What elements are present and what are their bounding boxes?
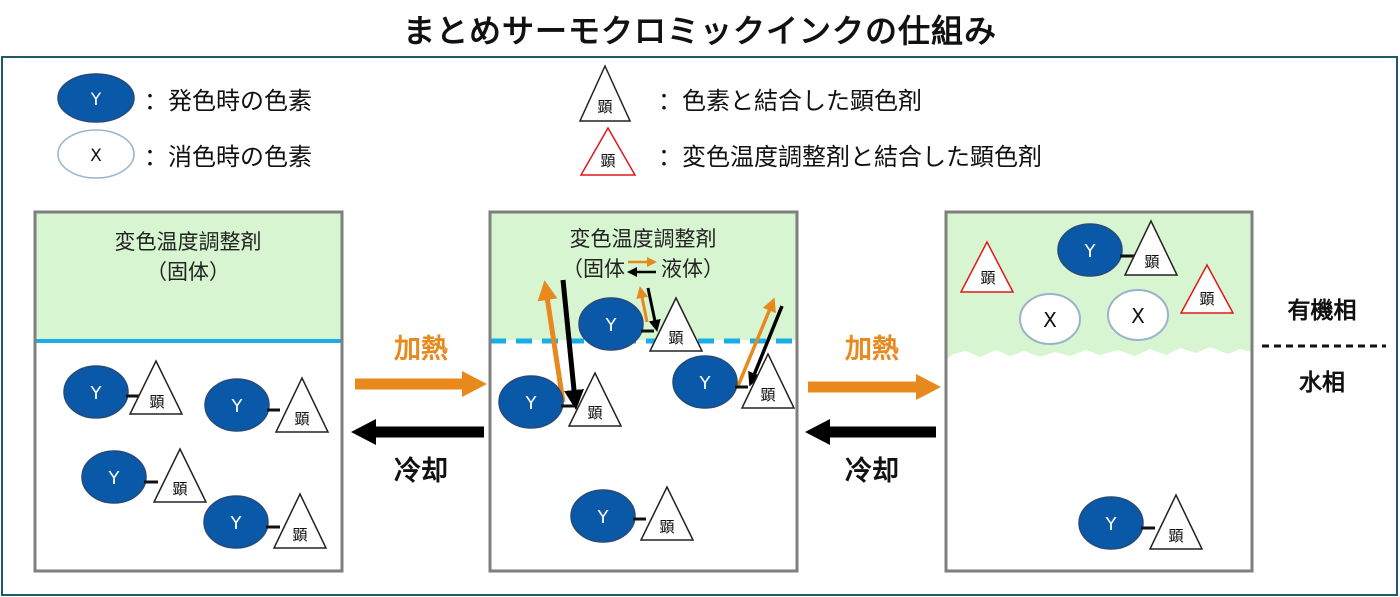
svg-text:Y: Y: [1084, 241, 1097, 262]
dye-developer-pair: Y 顕: [203, 492, 328, 549]
legend-colored-dye-symbol: [57, 73, 135, 123]
page-title: まとめサーモクロミックインクの仕組み: [402, 12, 997, 50]
svg-text:Y: Y: [231, 396, 244, 417]
legend-developer-char: 顕: [597, 98, 612, 116]
migration-orange-arrow: [636, 286, 649, 323]
panel-liquid-frame: [944, 210, 1254, 573]
heat-label-2: 加熱: [845, 334, 899, 365]
svg-text:Y: Y: [597, 507, 610, 528]
panel-transition-frame: [488, 210, 799, 573]
regulator-developer: [959, 240, 1015, 293]
panel-transition-label-line1: 変色温度調整剤: [570, 227, 717, 251]
svg-text:顕: 顕: [659, 518, 674, 536]
panel-solid-label-line1: 変色温度調整剤: [115, 230, 262, 254]
svg-text:顕: 顕: [587, 404, 602, 422]
outer-frame: [1, 56, 1398, 596]
legend-decolored-dye-label: ：消色時の色素: [144, 143, 312, 171]
cool-arrow-1: 冷却: [351, 419, 484, 487]
svg-text:顕: 顕: [292, 526, 307, 544]
svg-text:顕: 顕: [980, 269, 995, 287]
migration-orange-arrow: [736, 297, 776, 387]
legend-regulator-developer-label: ：変色温度調整剤と結合した顕色剤: [658, 143, 1042, 171]
legend-developer-symbol: [578, 64, 632, 122]
heat-label-1: 加熱: [394, 334, 448, 365]
svg-text:X: X: [1131, 304, 1145, 328]
legend: Y ：発色時の色素 X ：消色時の色素 顕 ：色素と結合した顕色剤 顕 ：変色温…: [57, 64, 1042, 179]
migration-orange-arrow: [537, 280, 566, 403]
panel-transition-organic-layer: [490, 212, 797, 340]
svg-text:Y: Y: [90, 383, 103, 404]
svg-text:X: X: [1043, 308, 1057, 332]
dye-developer-pair: Y 顕: [578, 296, 704, 352]
cool-label-1: 冷却: [394, 456, 448, 487]
heat-arrow-2: 加熱: [808, 334, 941, 400]
panel-liquid-state: 顕 顕 Y 顕 X X Y 顕: [944, 210, 1254, 573]
svg-text:Y: Y: [108, 468, 121, 489]
svg-text:Y: Y: [1105, 514, 1118, 535]
dye-developer-pair: Y 顕: [672, 352, 796, 409]
legend-decolored-dye-letter: X: [90, 146, 102, 166]
legend-colored-dye-letter: Y: [90, 90, 102, 110]
decolored-dye: [1107, 289, 1169, 341]
svg-text:顕: 顕: [760, 386, 775, 404]
migration-black-arrow: [748, 305, 784, 387]
dye-developer-pair: Y 顕: [63, 359, 184, 419]
svg-text:顕: 顕: [294, 410, 309, 428]
migration-black-arrow: [646, 287, 661, 332]
migration-black-arrow: [560, 279, 584, 410]
svg-text:顕: 顕: [1199, 290, 1214, 308]
decolored-dye: [1019, 293, 1081, 345]
legend-regulator-developer-symbol: [579, 126, 637, 176]
legend-colored-dye-label: ：発色時の色素: [144, 87, 312, 115]
dye-developer-pair: Y 顕: [498, 371, 623, 429]
legend-regulator-developer-char: 顕: [600, 152, 615, 170]
phase-labels: 有機相 水相: [1262, 297, 1386, 396]
heat-arrow-1: 加熱: [355, 334, 487, 397]
panel-solid-organic-layer: [35, 212, 342, 340]
panel-solid-label-line2: （固体）: [146, 260, 230, 284]
svg-text:顕: 顕: [149, 393, 164, 411]
svg-text:Y: Y: [605, 315, 618, 336]
water-phase-label: 水相: [1299, 370, 1345, 396]
dye-developer-pair: Y 顕: [570, 485, 695, 543]
panel-transition-label-solid: （固体: [562, 257, 625, 281]
dye-developer-pair: Y 顕: [1057, 219, 1179, 277]
dye-developer-pair: Y 顕: [81, 447, 208, 504]
svg-text:Y: Y: [230, 513, 243, 534]
panel-solid-state: 変色温度調整剤 （固体） Y 顕 Y 顕 Y 顕 Y 顕: [33, 210, 344, 573]
regulator-developer: [1179, 263, 1235, 314]
legend-developer-label: ：色素と結合した顕色剤: [658, 87, 922, 115]
svg-text:顕: 顕: [1168, 527, 1183, 545]
svg-text:Y: Y: [525, 393, 538, 414]
panel-solid-frame: [33, 210, 344, 573]
legend-decolored-dye-symbol: [57, 129, 135, 179]
cool-arrow-2: 冷却: [805, 419, 936, 487]
svg-text:Y: Y: [699, 373, 712, 394]
organic-phase-label: 有機相: [1288, 297, 1357, 324]
dye-developer-pair: Y 顕: [1078, 493, 1204, 550]
panel-transition-label-liquid: 液体）: [661, 257, 724, 281]
svg-text:顕: 顕: [668, 329, 683, 347]
cool-label-2: 冷却: [845, 456, 899, 487]
dye-developer-pair: Y 顕: [204, 376, 330, 433]
svg-text:顕: 顕: [172, 480, 187, 498]
panel-transition-state: 変色温度調整剤 （固体 液体） Y 顕 Y 顕 Y: [488, 210, 799, 573]
svg-text:顕: 顕: [1144, 253, 1159, 271]
